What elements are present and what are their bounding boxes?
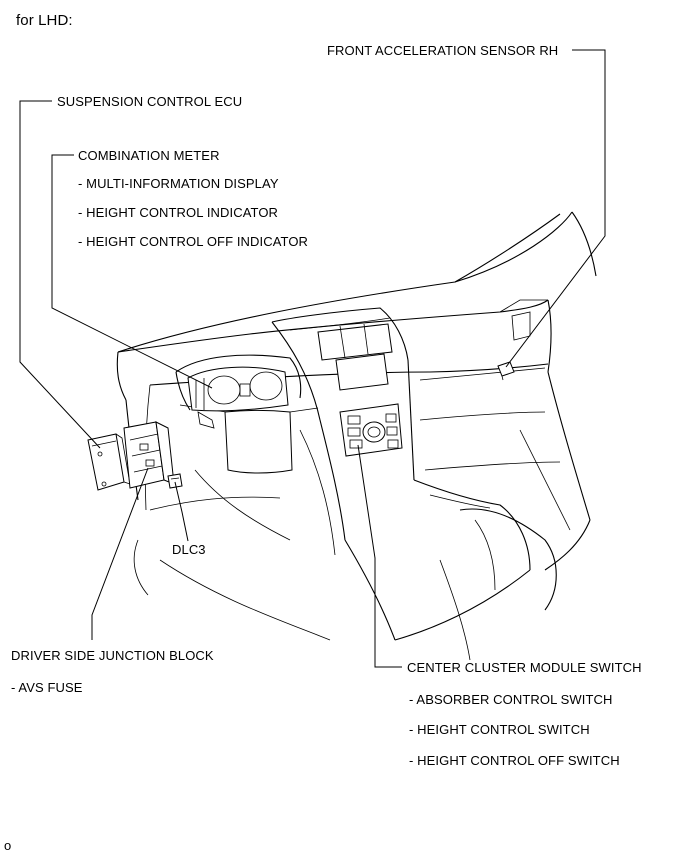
front-acceleration-sensor-part xyxy=(497,361,515,381)
label-driver-side-junction-block: DRIVER SIDE JUNCTION BLOCK xyxy=(11,648,214,663)
page-heading: for LHD: xyxy=(16,12,73,29)
figure-marker: o xyxy=(4,838,12,853)
label-dlc3: DLC3 xyxy=(172,542,206,557)
label-center-cluster-module-switch: CENTER CLUSTER MODULE SWITCH xyxy=(407,660,642,675)
label-combination-meter: COMBINATION METER xyxy=(78,148,220,163)
suspension-control-ecu-part xyxy=(87,433,131,491)
label-height-control-off-switch: - HEIGHT CONTROL OFF SWITCH xyxy=(409,753,620,768)
driver-side-junction-block-part xyxy=(123,421,175,489)
label-height-control-indicator: - HEIGHT CONTROL INDICATOR xyxy=(78,205,279,220)
dlc3-part xyxy=(167,473,183,489)
leader-lines xyxy=(19,49,606,668)
label-front-acceleration-sensor-rh: FRONT ACCELERATION SENSOR RH xyxy=(327,43,559,58)
dashboard-body xyxy=(116,211,597,661)
label-multi-information-display: - MULTI-INFORMATION DISPLAY xyxy=(78,176,279,191)
label-suspension-control-ecu: SUSPENSION CONTROL ECU xyxy=(57,94,243,109)
label-avs-fuse: - AVS FUSE xyxy=(11,680,83,695)
center-cluster-switch-part xyxy=(339,403,403,457)
label-height-control-off-indicator: - HEIGHT CONTROL OFF INDICATOR xyxy=(78,234,309,249)
label-absorber-control-switch: - ABSORBER CONTROL SWITCH xyxy=(409,692,613,707)
label-height-control-switch: - HEIGHT CONTROL SWITCH xyxy=(409,722,590,737)
combination-meter-part xyxy=(187,366,289,429)
